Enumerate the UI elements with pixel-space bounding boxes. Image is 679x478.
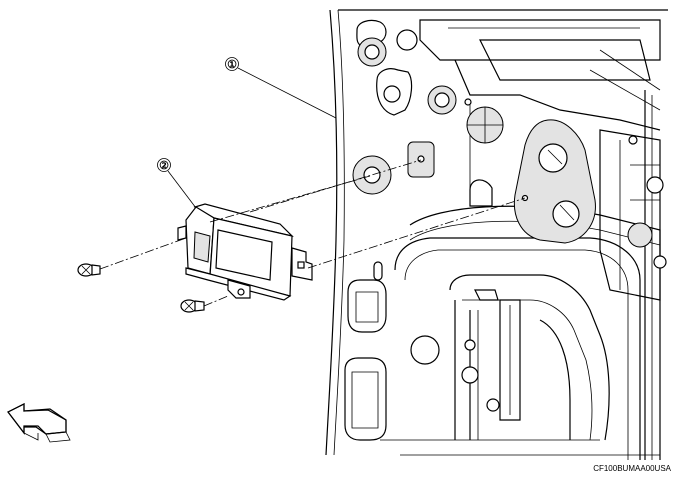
front-view-arrow-icon xyxy=(7,403,71,443)
assembly-lines xyxy=(99,159,526,307)
screw-icon xyxy=(77,263,101,277)
callout-1-label: ① xyxy=(227,59,237,71)
screw-icon xyxy=(180,299,205,313)
image-code: CF100BUMAA00USA xyxy=(593,464,671,473)
callout-2-label: ② xyxy=(159,160,169,172)
callout-2: ② xyxy=(157,158,197,209)
door-hole-features xyxy=(344,19,667,441)
callout-1: ① xyxy=(225,57,337,119)
control-module xyxy=(177,203,313,301)
